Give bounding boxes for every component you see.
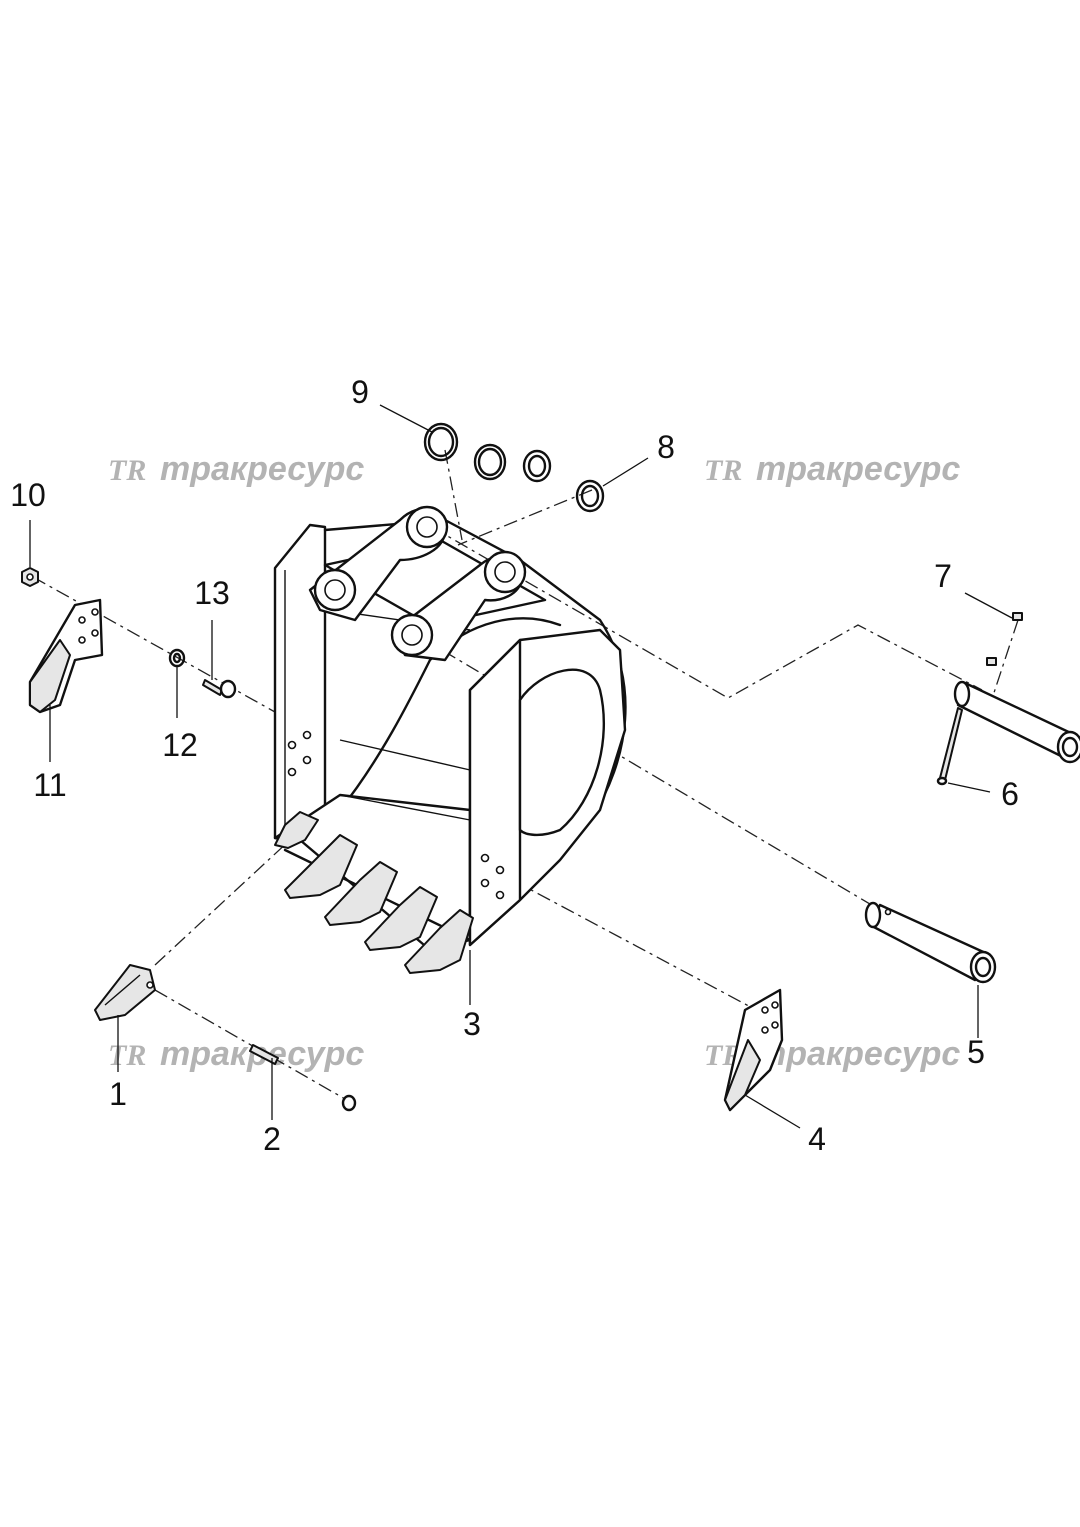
bolt-hole [480,853,490,863]
tooth-part-1 [94,964,156,1021]
watermark-text: тракресурс [756,450,960,488]
bolt-hole [287,740,297,750]
tooth-pin-part-2 [249,1044,357,1112]
callout-7: 7 [934,558,952,594]
seal-rings [423,422,605,513]
side-cutter-left [28,598,104,714]
callout-6: 6 [1001,776,1019,812]
nut-part-10 [21,567,39,587]
pin-part-6 [936,680,1080,786]
watermark-2: TR тракресурс [704,450,960,488]
callout-4: 4 [808,1121,826,1157]
bolt-hole [302,730,312,740]
washer-part-12 [168,648,186,668]
callout-9: 9 [351,374,369,410]
bolt-hole [480,878,490,888]
watermark-text: тракресурс [160,450,364,488]
callout-10: 10 [10,477,46,513]
callout-13: 13 [194,575,230,611]
pin-part-5 [864,901,997,984]
watermark-logo: TR [704,454,742,487]
bolt-hole [495,865,505,875]
bolt-hole [495,890,505,900]
bolt-part-13 [202,679,237,699]
leader-lines [29,404,1013,1129]
bucket-body [273,505,627,974]
side-cutter-right [723,988,784,1112]
watermark-1: TR тракресурс [108,450,364,488]
callout-3: 3 [463,1006,481,1042]
bucket-teeth [274,811,474,974]
nut-part-7 [986,612,1023,666]
watermark-logo: TR [108,454,146,487]
watermark-logo: TR [108,1039,146,1072]
bolt-hole [287,767,297,777]
watermark-text: тракресурс [756,1035,960,1073]
callout-1: 1 [109,1076,127,1112]
callout-2: 2 [263,1121,281,1157]
callout-11: 11 [33,767,66,803]
callout-8: 8 [657,429,675,465]
callout-12: 12 [162,727,198,763]
watermark-3: TR тракресурс [108,1035,364,1073]
callouts: 1 2 3 4 5 6 7 8 9 10 11 12 13 [10,374,1019,1157]
bolt-hole [302,755,312,765]
callout-5: 5 [967,1034,985,1070]
